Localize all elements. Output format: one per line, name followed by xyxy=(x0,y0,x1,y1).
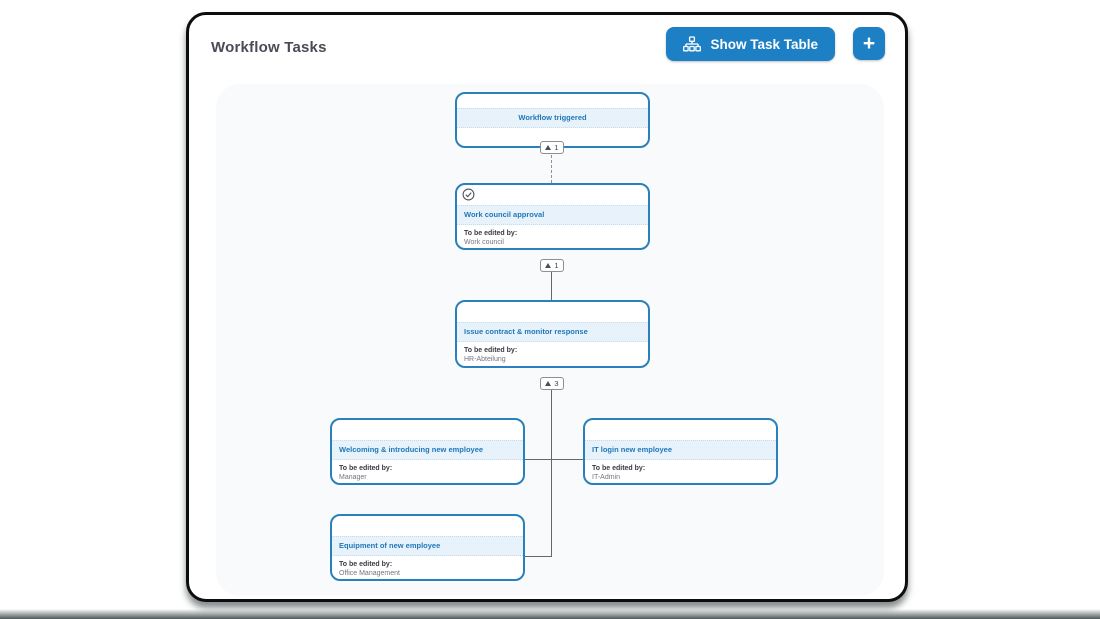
edited-by-value: HR-Abteilung xyxy=(464,356,506,363)
badge-count: 1 xyxy=(554,143,559,152)
task-node-welcoming-new-employee[interactable]: Welcoming & introducing new employee To … xyxy=(330,418,525,485)
node-top-spacer xyxy=(585,420,776,440)
node-title: IT login new employee xyxy=(585,440,776,460)
sitemap-icon xyxy=(683,36,702,52)
triangle-up-icon xyxy=(545,145,552,150)
add-task-button[interactable]: + xyxy=(853,27,885,60)
node-title: Work council approval xyxy=(457,205,648,225)
connector-branch-equipment xyxy=(525,556,552,557)
show-task-table-label: Show Task Table xyxy=(710,36,818,52)
node-title: Workflow triggered xyxy=(457,108,648,128)
triangle-up-icon xyxy=(545,263,552,268)
node-top-spacer xyxy=(457,302,648,322)
connector-contract-children-trunk xyxy=(551,390,552,557)
node-title: Welcoming & introducing new employee xyxy=(332,440,523,460)
edited-by-label: To be edited by: xyxy=(464,230,518,237)
task-node-work-council-approval[interactable]: Work council approval To be edited by: W… xyxy=(455,183,650,250)
node-top-spacer xyxy=(332,420,523,440)
workflow-canvas[interactable]: 1 1 3 Workflow triggered xyxy=(216,84,884,596)
edited-by-value: Work council xyxy=(464,239,504,246)
task-node-equipment-new-employee[interactable]: Equipment of new employee To be edited b… xyxy=(330,514,525,581)
page-title: Workflow Tasks xyxy=(211,39,327,56)
show-task-table-button[interactable]: Show Task Table xyxy=(666,27,835,61)
connector-branch-welcome-itlogin xyxy=(525,459,583,460)
edited-by-value: IT-Admin xyxy=(592,474,621,481)
header-actions: Show Task Table + xyxy=(666,27,885,61)
collapse-badge-contract[interactable]: 3 xyxy=(540,377,564,390)
connector-dashed-start-council xyxy=(551,155,552,183)
triangle-up-icon xyxy=(545,381,552,386)
task-node-issue-contract[interactable]: Issue contract & monitor response To be … xyxy=(455,300,650,368)
edited-by-value: Office Management xyxy=(339,570,400,577)
badge-count: 3 xyxy=(554,379,559,388)
node-top-spacer xyxy=(457,94,648,108)
edited-by-label: To be edited by: xyxy=(592,465,646,472)
edited-by-label: To be edited by: xyxy=(339,561,393,568)
edited-by-label: To be edited by: xyxy=(339,465,393,472)
check-circle-icon xyxy=(462,188,475,201)
node-title: Issue contract & monitor response xyxy=(457,322,648,342)
connector-council-contract xyxy=(551,272,552,300)
task-node-workflow-triggered[interactable]: Workflow triggered xyxy=(455,92,650,148)
edited-by-label: To be edited by: xyxy=(464,347,518,354)
edited-by-value: Manager xyxy=(339,474,367,481)
task-node-it-login-new-employee[interactable]: IT login new employee To be edited by: I… xyxy=(583,418,778,485)
collapse-badge-council[interactable]: 1 xyxy=(540,259,564,272)
node-top-spacer xyxy=(332,516,523,536)
collapse-badge-start[interactable]: 1 xyxy=(540,141,564,154)
node-title: Equipment of new employee xyxy=(332,536,523,556)
badge-count: 1 xyxy=(554,261,559,270)
page-bottom-shadow xyxy=(0,609,1100,619)
workflow-tasks-window: Workflow Tasks Show Task Table xyxy=(186,12,908,602)
